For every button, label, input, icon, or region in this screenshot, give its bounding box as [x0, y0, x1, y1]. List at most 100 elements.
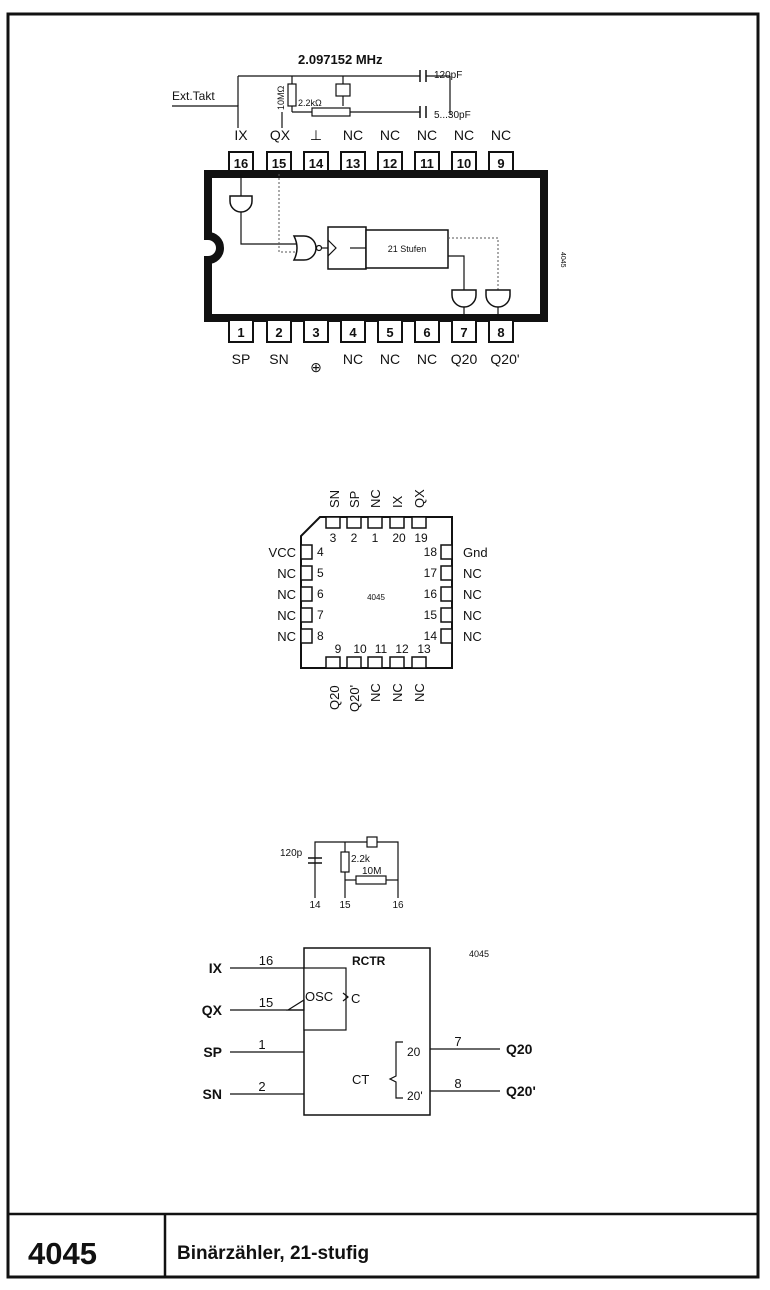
dip-pin-num-2: 2: [275, 325, 282, 340]
input-pin-16: 16: [259, 953, 273, 968]
plcc-bottom-name-11: NC: [368, 683, 383, 702]
dip-pin-name-7: Q20: [451, 351, 478, 367]
dip-pin-name-10: NC: [454, 127, 474, 143]
outer-frame: [6, 12, 760, 1279]
output-name-q20p: Q20': [506, 1083, 536, 1099]
output-gate-q20p: [485, 289, 511, 308]
qx-output-marker: [285, 998, 305, 1011]
dip-pin-num-3: 3: [312, 325, 319, 340]
plcc-pin-6: 6: [317, 587, 324, 601]
oscillator-circuit: [308, 836, 399, 898]
osc-pin-14: 14: [309, 900, 321, 911]
dip-pin-name-16: IX: [234, 127, 248, 143]
plcc-left-name-5: NC: [277, 566, 296, 581]
osc-res10m-label: 10M: [362, 866, 381, 877]
plcc-left-name-4: VCC: [269, 545, 296, 560]
plcc-top-name-19: QX: [412, 489, 427, 508]
oscillator-circuit-labels: 120p 2.2k 10M 14 15 16: [280, 848, 404, 911]
counter-21-stages: [365, 229, 449, 269]
dip-pin-num-4: 4: [349, 325, 357, 340]
plcc-left-name-8: NC: [277, 629, 296, 644]
resistor-22k: [311, 107, 351, 117]
cap-120-label: 120pF: [434, 70, 462, 81]
plcc-pin-3: 3: [330, 531, 337, 545]
out-20-label: 20: [407, 1045, 421, 1059]
dip-pin-name-6: NC: [417, 351, 437, 367]
rctr-title: RCTR: [352, 954, 386, 968]
clock-label: C: [351, 991, 360, 1006]
plcc-pin-9: 9: [335, 642, 342, 656]
plcc-bottom-name-10: Q20': [347, 685, 362, 712]
plcc-right-name-15: NC: [463, 608, 482, 623]
dip-bottom-pins: [228, 319, 514, 343]
plcc-pin-10: 10: [353, 642, 367, 656]
osc-pin-15: 15: [339, 900, 351, 911]
plcc-pin-1: 1: [372, 531, 379, 545]
dip-pin-name-3: ⊕: [310, 359, 322, 375]
plcc-pin-15: 15: [424, 608, 438, 622]
plcc-left-name-6: NC: [277, 587, 296, 602]
plcc-pin-16: 16: [424, 587, 438, 601]
crystal-frequency: 2.097152 MHz: [298, 52, 383, 67]
plcc-right-name-18: Gnd: [463, 545, 488, 560]
plcc-top-name-2: SP: [347, 491, 362, 508]
dip-pin-num-5: 5: [386, 325, 393, 340]
plcc-right-name-17: NC: [463, 566, 482, 581]
dip-pin-num-13: 13: [346, 156, 360, 171]
dip-pin-num-12: 12: [383, 156, 397, 171]
plcc-pin-18: 18: [424, 545, 438, 559]
input-name-sp: SP: [203, 1044, 222, 1060]
plcc-top-name-1: NC: [368, 489, 383, 508]
dip-pin-num-1: 1: [237, 325, 244, 340]
dip-pin-num-16: 16: [234, 156, 248, 171]
ct-label: CT: [352, 1072, 369, 1087]
dip-pin-name-12: NC: [380, 127, 400, 143]
footer-chip-number: 4045: [28, 1236, 97, 1271]
dip-pin-num-10: 10: [457, 156, 471, 171]
input-name-qx: QX: [202, 1002, 223, 1018]
plcc-chip-id: 4045: [367, 593, 385, 602]
plcc-pin-2: 2: [351, 531, 358, 545]
dip-pin-num-7: 7: [460, 325, 467, 340]
dip-pin-name-4: NC: [343, 351, 363, 367]
output-name-q20: Q20: [506, 1041, 533, 1057]
output-gate-q20: [451, 289, 477, 308]
logic-symbol: 4045 RCTR OSC C CT 20 20' IX QX SP SN Q2…: [202, 947, 536, 1116]
plcc-pin-5: 5: [317, 566, 324, 580]
plcc-bottom-name-9: Q20: [327, 685, 342, 710]
res-10m-label: 10MΩ: [276, 85, 286, 110]
ct-brace: [388, 1041, 403, 1099]
plcc-pin-4: 4: [317, 545, 324, 559]
osc-label: OSC: [305, 989, 333, 1004]
plcc-pin-7: 7: [317, 608, 324, 622]
input-pin-2: 2: [258, 1079, 265, 1094]
input-buffer-gate: [229, 195, 253, 213]
dip-pin-num-15: 15: [272, 156, 286, 171]
dip-pin-name-5: NC: [380, 351, 400, 367]
output-pin-8: 8: [454, 1076, 461, 1091]
dip-pin-name-8: Q20': [490, 351, 519, 367]
dip-pin-name-14: ⊥: [310, 127, 322, 143]
plcc-top-name-3: SN: [327, 490, 342, 508]
dip-top-pin-names: IX QX ⊥ NC NC NC NC NC: [234, 127, 511, 143]
dip-pin-name-2: SN: [269, 351, 288, 367]
plcc-pin-14: 14: [424, 629, 438, 643]
out-20p-label: 20': [407, 1089, 423, 1103]
resistor-10m: [287, 83, 297, 107]
dip-pin-name-9: NC: [491, 127, 511, 143]
plcc-bottom-name-13: NC: [412, 683, 427, 702]
plcc-pin-20: 20: [392, 531, 406, 545]
plcc-bottom-name-12: NC: [390, 683, 405, 702]
plcc-right-name-14: NC: [463, 629, 482, 644]
dip-pin-num-14: 14: [309, 156, 324, 171]
dip-pin-name-11: NC: [417, 127, 437, 143]
dip-pin-num-9: 9: [497, 156, 504, 171]
plcc-pin-11: 11: [375, 642, 388, 656]
plcc-right-name-16: NC: [463, 587, 482, 602]
input-pin-1: 1: [258, 1037, 265, 1052]
plcc-pin-13: 13: [417, 642, 431, 656]
osc-pin-16: 16: [392, 900, 404, 911]
input-name-ix: IX: [209, 960, 223, 976]
